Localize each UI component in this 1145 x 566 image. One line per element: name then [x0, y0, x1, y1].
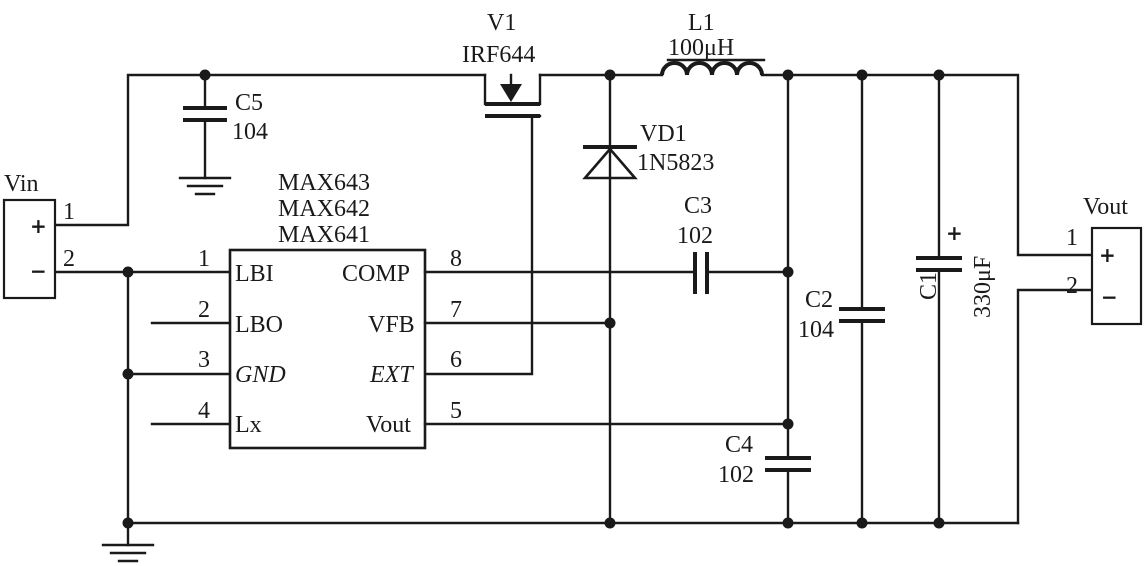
vout-pin1: 1	[1066, 225, 1078, 251]
junction-dot	[933, 69, 945, 81]
c1-ref: C1	[916, 272, 942, 300]
ic-pin4-name: Lx	[235, 412, 262, 438]
vout-minus: −	[1101, 285, 1118, 309]
junction-dot	[856, 517, 868, 529]
l1-value: 100μH	[668, 35, 734, 61]
junction-dot	[604, 317, 616, 329]
vd1-ref: VD1	[640, 121, 687, 147]
c5-value: 104	[232, 119, 268, 145]
c3-ref: C3	[684, 193, 712, 219]
ic-pin7-num: 7	[450, 297, 462, 323]
vin-label: Vin	[4, 171, 39, 197]
vout-label: Vout	[1083, 194, 1128, 220]
junction-dots	[122, 69, 945, 529]
capacitor-c3	[693, 252, 790, 294]
ic-pin7-name: VFB	[368, 312, 415, 338]
c3-value: 102	[677, 223, 713, 249]
c1-polarity: +	[946, 221, 963, 245]
v1-value: IRF644	[462, 42, 535, 68]
ic-pin1-num: 1	[198, 246, 210, 272]
ic-pin5-num: 5	[450, 398, 462, 424]
c2-value: 104	[798, 317, 834, 343]
c5-ref: C5	[235, 90, 263, 116]
junction-dot	[122, 517, 134, 529]
vout-connector	[1090, 226, 1143, 326]
junction-dot	[782, 266, 794, 278]
top-rail-wires	[53, 73, 1094, 257]
junction-dot	[604, 69, 616, 81]
vin-connector	[2, 198, 57, 300]
ic-right-wires	[423, 270, 790, 426]
ic-pin8-name: COMP	[342, 261, 410, 287]
l1-ref: L1	[688, 10, 715, 36]
ic-pin3-name: GND	[235, 362, 286, 388]
junction-dot	[933, 517, 945, 529]
junction-dot	[122, 266, 134, 278]
v1-ref: V1	[487, 10, 516, 36]
ic-pin6-name: EXT	[369, 362, 414, 388]
junction-dot	[782, 418, 794, 430]
vin-plus: +	[30, 214, 47, 238]
inductor-l1	[660, 61, 764, 76]
ic-pin8-num: 8	[450, 246, 462, 272]
vin-minus: −	[30, 259, 47, 283]
ic-pin3-num: 3	[198, 347, 210, 373]
vout-pin2: 2	[1066, 273, 1078, 299]
ic-pin6-num: 6	[450, 347, 462, 373]
junction-dot	[122, 368, 134, 380]
ic-name-3: MAX641	[278, 222, 370, 248]
vd1-value: 1N5823	[637, 150, 714, 176]
ic-pin2-num: 2	[198, 297, 210, 323]
c1-value: 330μF	[970, 256, 996, 318]
vin-pin1: 1	[63, 199, 75, 225]
vout-plus: +	[1099, 243, 1116, 267]
c4-ref: C4	[725, 432, 753, 458]
capacitor-c5	[183, 73, 227, 180]
ground-rail-wires	[53, 270, 1094, 547]
c2-ref: C2	[805, 287, 833, 313]
junction-dot	[856, 69, 868, 81]
mosfet-v1	[423, 73, 542, 376]
diode-vd1	[582, 73, 638, 525]
ic-name-2: MAX642	[278, 196, 370, 222]
ic-pin1-name: LBI	[235, 261, 274, 287]
capacitor-c2	[839, 73, 885, 525]
ic-pin4-num: 4	[198, 398, 210, 424]
ic-name-1: MAX643	[278, 170, 370, 196]
ic-body	[228, 248, 427, 450]
junction-dot	[782, 517, 794, 529]
ground-symbol-bottom	[101, 543, 155, 563]
junction-dot	[604, 517, 616, 529]
ic-pin5-name: Vout	[366, 412, 411, 438]
junction-dot	[782, 69, 794, 81]
ground-symbol-c5	[178, 176, 232, 196]
vin-pin2: 2	[63, 246, 75, 272]
c4-value: 102	[718, 462, 754, 488]
ic-pin2-name: LBO	[235, 312, 283, 338]
capacitor-c1	[916, 73, 962, 525]
junction-dot	[199, 69, 211, 81]
